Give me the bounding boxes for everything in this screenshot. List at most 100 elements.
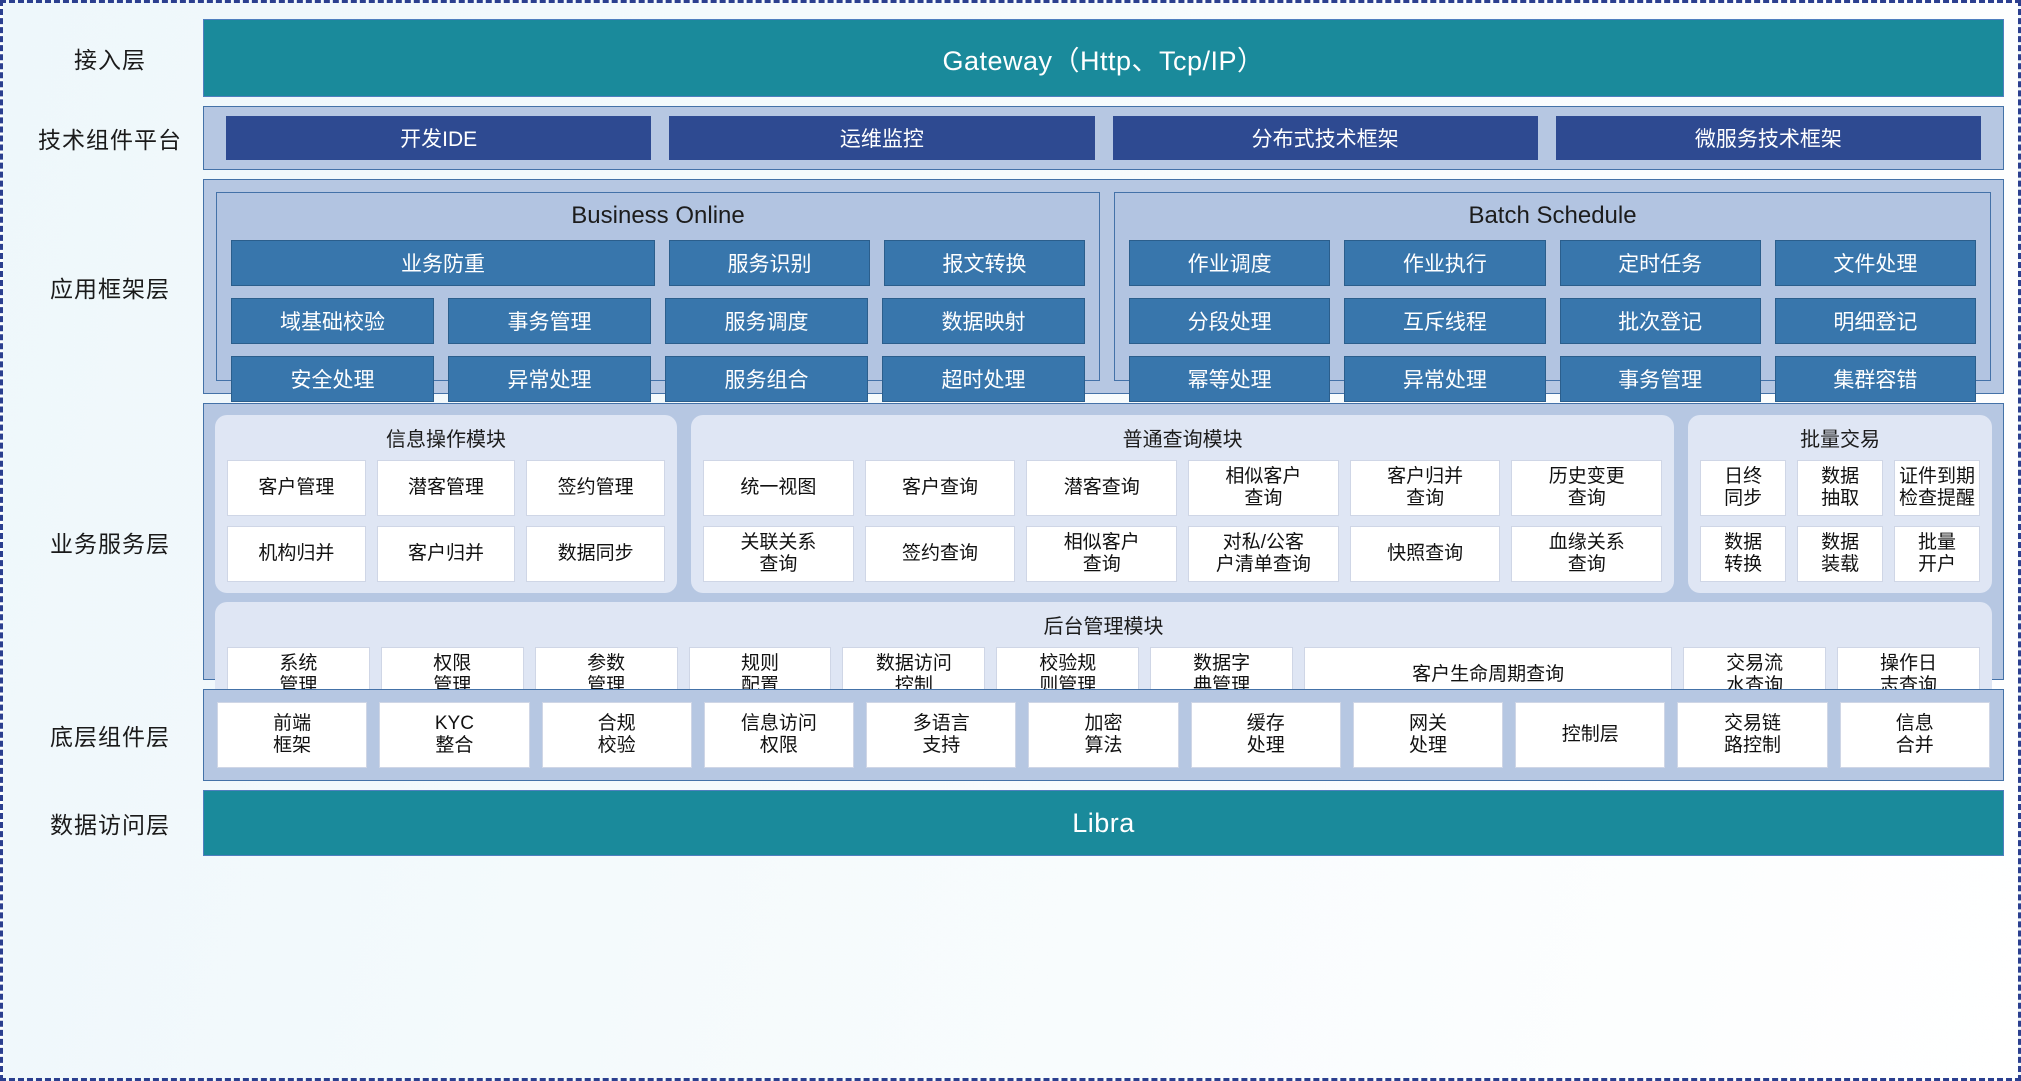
cell-qkcx[interactable]: 潜客查询 bbox=[1026, 460, 1178, 516]
cell-xxfwqx[interactable]: 信息访问 权限 bbox=[703, 702, 855, 768]
layer-body-business-service: 信息操作模块 客户管理 潜客管理 签约管理 机构归并 客户归并 数据同步 bbox=[203, 403, 2004, 714]
tech-item-ops[interactable]: 运维监控 bbox=[669, 116, 1095, 160]
cell-qdkj[interactable]: 前端 框架 bbox=[217, 702, 368, 768]
tech-item-ide[interactable]: 开发IDE bbox=[226, 116, 652, 160]
cell-dsrw[interactable]: 定时任务 bbox=[1559, 240, 1761, 286]
cell-zydd[interactable]: 作业调度 bbox=[1129, 240, 1331, 286]
layer-label-data-access: 数据访问层 bbox=[50, 812, 170, 838]
group-business-online: Business Online 业务防重 服务识别 报文转换 域基础校验 事务管… bbox=[216, 192, 1101, 402]
cell-hgjy[interactable]: 合规 校验 bbox=[541, 702, 692, 768]
bulk-transaction-row-2: 数据 转换 数据 装载 批量 开户 bbox=[1700, 526, 1980, 582]
module-title-backend-admin: 后台管理模块 bbox=[1043, 616, 1164, 638]
cell-plkh[interactable]: 批量 开户 bbox=[1894, 526, 1980, 582]
gateway-bar[interactable]: Gateway（Http、Tcp/IP） bbox=[203, 19, 2004, 97]
cell-aqcl[interactable]: 安全处理 bbox=[231, 356, 435, 402]
cell-sjtb[interactable]: 数据同步 bbox=[526, 526, 666, 582]
cell-dsgkhqd[interactable]: 对私/公客 户清单查询 bbox=[1188, 526, 1339, 582]
layer-label-base-component: 底层组件层 bbox=[50, 724, 170, 750]
cell-xygxcx[interactable]: 血缘关系 查询 bbox=[1511, 526, 1663, 582]
layer-base-component: 底层组件层 前端 框架 KYC 整合 合规 校验 信息访问 权限 多语言 支持 … bbox=[17, 689, 2004, 781]
batch-schedule-row-2: 分段处理 互斥线程 批次登记 明细登记 bbox=[1129, 298, 1976, 344]
bulk-transaction-row-1: 日终 同步 数据 抽取 证件到期 检查提醒 bbox=[1700, 460, 1980, 516]
common-query-row-2: 关联关系 查询 签约查询 相似客户 查询 对私/公客 户清单查询 快照查询 血缘… bbox=[703, 526, 1663, 582]
cell-qycx[interactable]: 签约查询 bbox=[864, 526, 1016, 582]
cell-qygl[interactable]: 签约管理 bbox=[526, 460, 666, 516]
cell-hcxc[interactable]: 互斥线程 bbox=[1344, 298, 1546, 344]
cell-kzc[interactable]: 控制层 bbox=[1515, 702, 1666, 768]
layer-body-tech-platform: 开发IDE 运维监控 分布式技术框架 微服务技术框架 bbox=[203, 106, 2004, 170]
layer-business-service: 业务服务层 信息操作模块 客户管理 潜客管理 签约管理 机构归并 bbox=[17, 403, 2004, 714]
cell-khgl[interactable]: 客户管理 bbox=[227, 460, 366, 516]
cell-glgxcx[interactable]: 关联关系 查询 bbox=[703, 526, 854, 582]
cell-fwsb[interactable]: 服务识别 bbox=[668, 240, 871, 286]
cell-bwzh[interactable]: 报文转换 bbox=[884, 240, 1086, 286]
cell-khgb[interactable]: 客户归并 bbox=[376, 526, 516, 582]
batch-schedule-row-3: 幂等处理 异常处理 事务管理 集群容错 bbox=[1129, 356, 1976, 402]
cell-tyst[interactable]: 统一视图 bbox=[703, 460, 854, 516]
module-title-info-operation: 信息操作模块 bbox=[386, 429, 506, 451]
cell-sjzh[interactable]: 数据 转换 bbox=[1700, 526, 1787, 582]
module-title-common-query: 普通查询模块 bbox=[1122, 429, 1243, 451]
cell-sjzz[interactable]: 数据 装载 bbox=[1797, 526, 1884, 582]
cell-yccl-1[interactable]: 异常处理 bbox=[448, 356, 652, 402]
batch-schedule-row-1: 作业调度 作业执行 定时任务 文件处理 bbox=[1129, 240, 1976, 286]
cell-fwdd[interactable]: 服务调度 bbox=[665, 298, 869, 344]
cell-mdcl[interactable]: 幂等处理 bbox=[1129, 356, 1331, 402]
cell-jyllkz[interactable]: 交易链 路控制 bbox=[1677, 702, 1828, 768]
layer-tech-platform: 技术组件平台 开发IDE 运维监控 分布式技术框架 微服务技术框架 bbox=[17, 106, 2004, 170]
layer-body-access: Gateway（Http、Tcp/IP） bbox=[203, 19, 2004, 97]
layer-body-base-component: 前端 框架 KYC 整合 合规 校验 信息访问 权限 多语言 支持 加密 算法 … bbox=[203, 689, 2004, 781]
tech-item-microservice[interactable]: 微服务技术框架 bbox=[1555, 116, 1981, 160]
cell-rztb[interactable]: 日终 同步 bbox=[1700, 460, 1787, 516]
cell-xxhb[interactable]: 信息 合并 bbox=[1839, 702, 1990, 768]
tech-platform-band: 开发IDE 运维监控 分布式技术框架 微服务技术框架 bbox=[203, 106, 2004, 170]
layer-body-app-framework: Business Online 业务防重 服务识别 报文转换 域基础校验 事务管… bbox=[203, 179, 2004, 402]
cell-wjcl[interactable]: 文件处理 bbox=[1774, 240, 1976, 286]
cell-fwzh[interactable]: 服务组合 bbox=[665, 356, 869, 402]
cell-jggb[interactable]: 机构归并 bbox=[227, 526, 366, 582]
cell-yccl-2[interactable]: 异常处理 bbox=[1344, 356, 1546, 402]
module-common-query: 普通查询模块 统一视图 客户查询 潜客查询 相似客户 查询 客户归并 查询 历史… bbox=[691, 415, 1675, 593]
cell-lsbgcx[interactable]: 历史变更 查询 bbox=[1511, 460, 1663, 516]
cell-swgl-2[interactable]: 事务管理 bbox=[1559, 356, 1761, 402]
cell-swgl-1[interactable]: 事务管理 bbox=[448, 298, 652, 344]
cell-yjcjy[interactable]: 域基础校验 bbox=[231, 298, 435, 344]
cell-khgbcx[interactable]: 客户归并 查询 bbox=[1349, 460, 1501, 516]
cell-pcdj[interactable]: 批次登记 bbox=[1559, 298, 1761, 344]
tech-item-distributed[interactable]: 分布式技术框架 bbox=[1112, 116, 1538, 160]
module-title-bulk-transaction: 批量交易 bbox=[1800, 429, 1881, 451]
group-title-business-online: Business Online bbox=[571, 202, 745, 229]
cell-hccl[interactable]: 缓存 处理 bbox=[1190, 702, 1341, 768]
business-online-row-1: 业务防重 服务识别 报文转换 bbox=[231, 240, 1086, 286]
cell-ywfz[interactable]: 业务防重 bbox=[231, 240, 655, 286]
cell-kyc[interactable]: KYC 整合 bbox=[379, 702, 530, 768]
app-framework-band: Business Online 业务防重 服务识别 报文转换 域基础校验 事务管… bbox=[203, 179, 2004, 402]
cell-cscl[interactable]: 超时处理 bbox=[882, 356, 1086, 402]
cell-xskhcx-1[interactable]: 相似客户 查询 bbox=[1188, 460, 1339, 516]
cell-mxdj[interactable]: 明细登记 bbox=[1774, 298, 1976, 344]
cell-wgcl[interactable]: 网关 处理 bbox=[1352, 702, 1504, 768]
info-operation-row-2: 机构归并 客户归并 数据同步 bbox=[227, 526, 666, 582]
cell-kzcx[interactable]: 快照查询 bbox=[1349, 526, 1501, 582]
cell-jqrc[interactable]: 集群容错 bbox=[1774, 356, 1976, 402]
cell-dyyzc[interactable]: 多语言 支持 bbox=[866, 702, 1017, 768]
business-online-row-3: 安全处理 异常处理 服务组合 超时处理 bbox=[231, 356, 1086, 402]
cell-xskhcx-2[interactable]: 相似客户 查询 bbox=[1026, 526, 1178, 582]
cell-zyzx[interactable]: 作业执行 bbox=[1344, 240, 1546, 286]
cell-khcx[interactable]: 客户查询 bbox=[864, 460, 1016, 516]
layer-app-framework: 应用框架层 Business Online 业务防重 服务识别 报文转换 域基础… bbox=[17, 179, 2004, 402]
cell-fdcl[interactable]: 分段处理 bbox=[1129, 298, 1331, 344]
cell-qkgl[interactable]: 潜客管理 bbox=[376, 460, 516, 516]
cell-zjdqjc[interactable]: 证件到期 检查提醒 bbox=[1894, 460, 1980, 516]
business-service-band: 信息操作模块 客户管理 潜客管理 签约管理 机构归并 客户归并 数据同步 bbox=[203, 403, 2004, 714]
layer-label-tech-platform: 技术组件平台 bbox=[38, 127, 182, 153]
cell-sjcq[interactable]: 数据 抽取 bbox=[1797, 460, 1884, 516]
layer-label-app-framework: 应用框架层 bbox=[50, 275, 170, 302]
libra-bar[interactable]: Libra bbox=[203, 790, 2004, 856]
info-operation-row-1: 客户管理 潜客管理 签约管理 bbox=[227, 460, 666, 516]
cell-sjys[interactable]: 数据映射 bbox=[882, 298, 1086, 344]
cell-jmsf[interactable]: 加密 算法 bbox=[1028, 702, 1179, 768]
module-bulk-transaction: 批量交易 日终 同步 数据 抽取 证件到期 检查提醒 数据 转换 数据 装载 批… bbox=[1688, 415, 1992, 593]
layer-stack: 接入层 Gateway（Http、Tcp/IP） 技术组件平台 开发IDE 运维… bbox=[3, 3, 2018, 1078]
